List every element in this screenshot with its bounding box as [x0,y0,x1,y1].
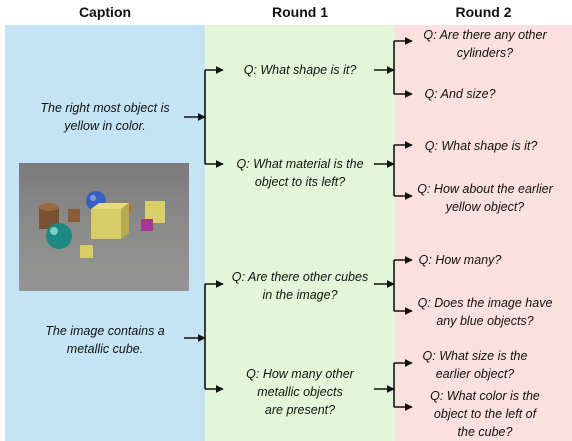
round1-question-1: Q: What shape is it? [205,61,395,79]
round2-q8-line-2: object to the left of [433,407,537,421]
caption-2-line-1: The image contains a [45,324,165,338]
round2-q4-line-2: yellow object? [445,200,525,214]
round2-q7-line-2: earlier object? [435,367,515,381]
caption-1-line-1: The right most object is [40,101,170,115]
round2-q8-line-1: Q: What color is the [430,389,540,403]
round2-q4-line-1: Q: How about the earlier [417,182,553,196]
round2-q3-line-1: Q: What shape is it? [424,139,538,153]
round2-question-6: Q: Does the image have any blue objects? [400,294,570,330]
round2-question-2: Q: And size? [400,85,520,103]
round2-header: Round 2 [455,4,512,20]
round2-q8-line-3: the cube? [457,425,513,439]
round1-header: Round 1 [272,4,328,20]
round1-q4-line-2: metallic objects [257,385,343,399]
round2-q2-line-1: Q: And size? [424,87,496,101]
round2-q1-line-1: Q: Are there any other [423,28,547,42]
round2-question-3: Q: What shape is it? [400,137,562,155]
round2-q5-line-1: Q: How many? [418,253,502,267]
scene-render [39,191,165,258]
round1-q1-line-1: Q: What shape is it? [243,63,357,77]
round1-question-3: Q: Are there other cubes in the image? [205,268,395,304]
caption-1-line-2: yellow in color. [64,119,146,133]
round2-q7-line-1: Q: What size is the [422,349,528,363]
round1-q4-line-3: are present? [264,403,336,417]
round1-question-2: Q: What material is the object to its le… [205,155,395,191]
round1-q3-line-1: Q: Are there other cubes [231,270,369,284]
caption-2-line-2: metallic cube. [66,342,144,356]
round1-q2-line-1: Q: What material is the [236,157,364,171]
round2-column [395,25,572,441]
caption-2: The image contains a metallic cube. [10,322,200,358]
round2-q6-line-2: any blue objects? [436,314,534,328]
caption-1: The right most object is yellow in color… [10,99,200,135]
round1-column [205,25,395,441]
caption-header: Caption [78,4,132,20]
round2-question-8: Q: What color is the object to the left … [400,387,570,441]
round2-question-4: Q: How about the earlier yellow object? [400,180,570,216]
round1-q3-line-2: in the image? [262,288,338,302]
round2-question-1: Q: Are there any other cylinders? [400,26,570,62]
round1-question-4: Q: How many other metallic objects are p… [205,365,395,419]
round2-q6-line-1: Q: Does the image have [417,296,553,310]
round2-q1-line-2: cylinders? [456,46,514,60]
round2-question-5: Q: How many? [400,251,520,269]
round1-q2-line-2: object to its left? [254,175,346,189]
round2-question-7: Q: What size is the earlier object? [400,347,550,383]
round1-q4-line-1: Q: How many other [246,367,354,381]
scene-image [19,163,189,291]
